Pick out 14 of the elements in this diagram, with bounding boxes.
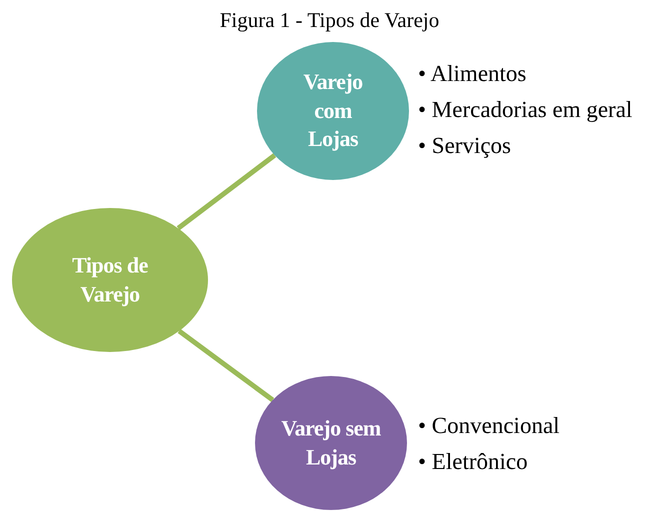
bullet-item: • Mercadorias em geral — [418, 96, 632, 124]
bullet-item: • Alimentos — [418, 60, 528, 88]
node-label: Tipos de Varejo — [71, 251, 149, 308]
connector-line — [176, 153, 276, 230]
node-label: Varejo com Lojas — [302, 68, 364, 154]
figure-title: Figura 1 - Tipos de Varejo — [218, 8, 440, 33]
connector-line — [178, 329, 274, 402]
ellipse-node — [12, 208, 208, 352]
ellipse-node — [255, 376, 407, 510]
bullet-item: • Eletrônico — [418, 448, 529, 476]
bullet-item: • Convencional — [418, 412, 560, 440]
node-label: Varejo sem Lojas — [280, 414, 382, 472]
bullet-item: • Serviços — [418, 132, 512, 160]
ellipse-node — [257, 42, 409, 180]
